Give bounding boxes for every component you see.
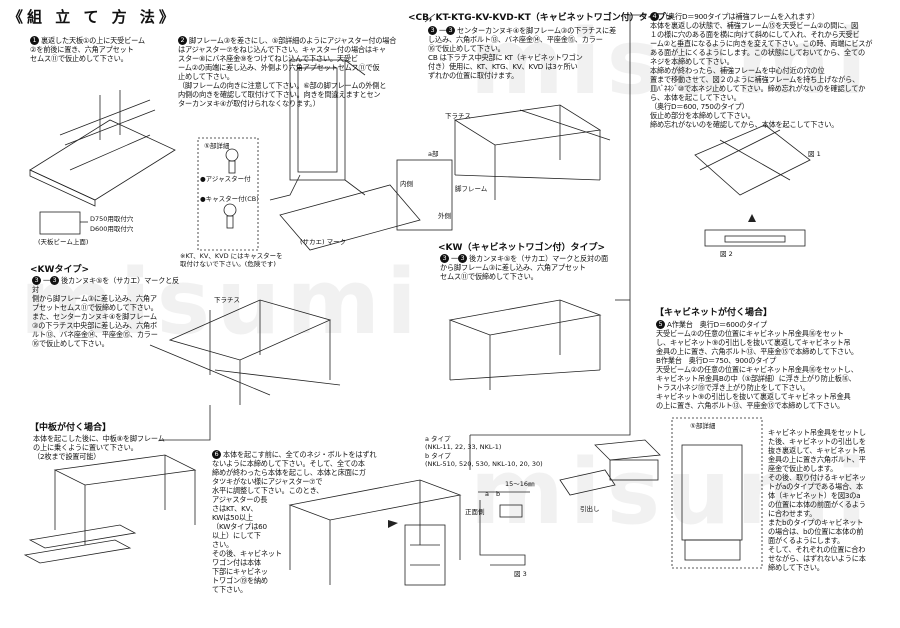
leg-frame-drawing	[289, 59, 346, 181]
label-front: 正面側	[465, 508, 485, 516]
label-kyakuframe: 脚フレーム	[455, 185, 488, 193]
step4-text: 4（奥行D＝900タイプは補強フレームを入れます） 本体を裏返しの状態で、補強フ…	[650, 12, 895, 129]
label-fig3: 図 3	[514, 570, 527, 578]
table-frame-drawing	[279, 184, 421, 251]
mid-text: 本体を起こした後に、中板⑧を脚フレーム の上に乗くように置いて下さい。 （2枚ま…	[33, 434, 165, 461]
kw-header: <KWタイプ>	[30, 265, 89, 275]
step5-number: 5	[656, 320, 665, 329]
fig3-drawing	[479, 500, 526, 566]
label-type-b: b タイプ (NKL-510, 520, 530, NKL-10, 20, 30…	[425, 452, 543, 468]
kw-number: 3	[32, 276, 41, 285]
detail-b-box	[671, 417, 763, 569]
label-type-a: a タイプ (NKL-11, 22, 33, NKL-1)	[425, 435, 502, 451]
cb-detail-drawing	[396, 159, 453, 231]
label-detail-b: ⑤部詳細	[690, 422, 716, 430]
label-adjuster: ●アジャスター付	[200, 175, 251, 183]
label-shitaratisu-2: 下ラチス	[214, 296, 240, 304]
label-d600: D600用取付穴	[90, 225, 134, 233]
label-beam-top: (天板ビーム上面)	[38, 238, 89, 246]
cb-frame-drawing	[453, 104, 602, 146]
kwcab-header: <KW（キャビネットワゴン付）タイプ>	[438, 243, 605, 253]
label-sotogawa: 外側	[438, 212, 451, 220]
label-a-part: a部	[428, 150, 439, 158]
kw-frame-drawing	[168, 299, 332, 361]
label-b-mark: b	[496, 490, 501, 498]
cb-number-end: 3	[446, 26, 455, 35]
label-fig2: 図 2	[720, 250, 733, 258]
label-shitaratisu: 下ラチス	[445, 112, 471, 120]
table-top-drawing	[29, 119, 176, 201]
label-d750: D750用取付穴	[90, 215, 134, 223]
step4-body: （奥行D＝900タイプは補強フレームを入れます） 本体を裏返しの状態で、補強フレ…	[650, 12, 873, 129]
connector-line	[424, 13, 436, 23]
kwcab-body: 後カンヌキ⑤を（サカエ）マークと反対の面 から脚フレーム③に差し込み、六角アプセ…	[440, 254, 609, 281]
kw-cab-frame-drawing	[448, 299, 602, 336]
label-sakae-mark: (サカエ) マーク	[300, 238, 347, 246]
kw-number-dash: 一	[43, 276, 50, 285]
label-hikidashi: 引出し	[580, 505, 600, 513]
step6-body: 本体を起こす前に、全てのネジ・ボルトをはずれ ないように本締めして下さい。そして…	[212, 450, 377, 594]
step1-number: 1	[30, 36, 39, 45]
beam-detail-drawing	[39, 211, 81, 235]
kwcab-number-end: 3	[458, 254, 467, 263]
fig1-drawing	[694, 124, 811, 196]
cb-number: 3	[428, 26, 437, 35]
label-uchigawa: 内側	[400, 180, 413, 188]
step2-body: 脚フレーム③を差さにし、⑤部詳細のようにアジャスター付の場合 はアジャスター⑦を…	[178, 36, 397, 108]
page-title: 《組 立 て 方 法》	[8, 8, 178, 26]
label-fig1: 図 1	[808, 150, 821, 158]
mid-header: 【中板が付く場合】	[30, 423, 112, 433]
label-detail-a: ⑤部詳細	[204, 142, 230, 150]
cabinet-side-text: キャビネット吊金具をセットし た後、キャビネットの引出しを 抜き裏返して、キャビ…	[768, 428, 866, 572]
wagon-drawing	[404, 524, 446, 586]
step6-number: 6	[212, 450, 221, 459]
step4-number: 4	[650, 12, 659, 21]
cabinet-header: 【キャビネットが付く場合】	[655, 308, 773, 318]
step1-body: 裏返した天板①の上に天受ビーム ②を前後に置き、六角アプセット セムス⑪で仮止め…	[30, 36, 145, 63]
fig2-drawing	[704, 229, 806, 247]
detail-a-box	[197, 137, 259, 251]
cb-header: <CB, KT-KTG-KV-KVD-KT（キャビネットワゴン付）タイプ>	[408, 13, 674, 23]
label-caster-note: ※KT、KV、KVD にはキャスターを 取付けないで下さい。(危険です)	[180, 252, 283, 268]
kw-body: 後カンヌキ⑤を（サカエ）マークと反対 側から脚フレーム③に差し込み、六角ア プセ…	[32, 276, 180, 348]
kwcab-number: 3	[440, 254, 449, 263]
cb-number-dash: 一	[439, 26, 446, 35]
label-dimension: 15～16㎜	[505, 480, 535, 488]
label-caster: ●キャスター付(CB)	[200, 195, 259, 203]
label-a-mark: a	[485, 490, 489, 498]
step2-number: 2	[178, 36, 187, 45]
cb-body: センターカンヌキ④を脚フレーム③の下ラチスに差 し込み、六角ボルト⑬、バネ座金⑭…	[428, 26, 617, 80]
cabinet-drawing	[594, 439, 661, 461]
step5-body: A作業台 奥行D＝600のタイプ 天受ビーム②の任意の位置にキャビネット吊金具⑯…	[656, 320, 858, 410]
kw-number-end: 3	[50, 276, 59, 285]
kwcab-number-dash: 一	[451, 254, 458, 263]
